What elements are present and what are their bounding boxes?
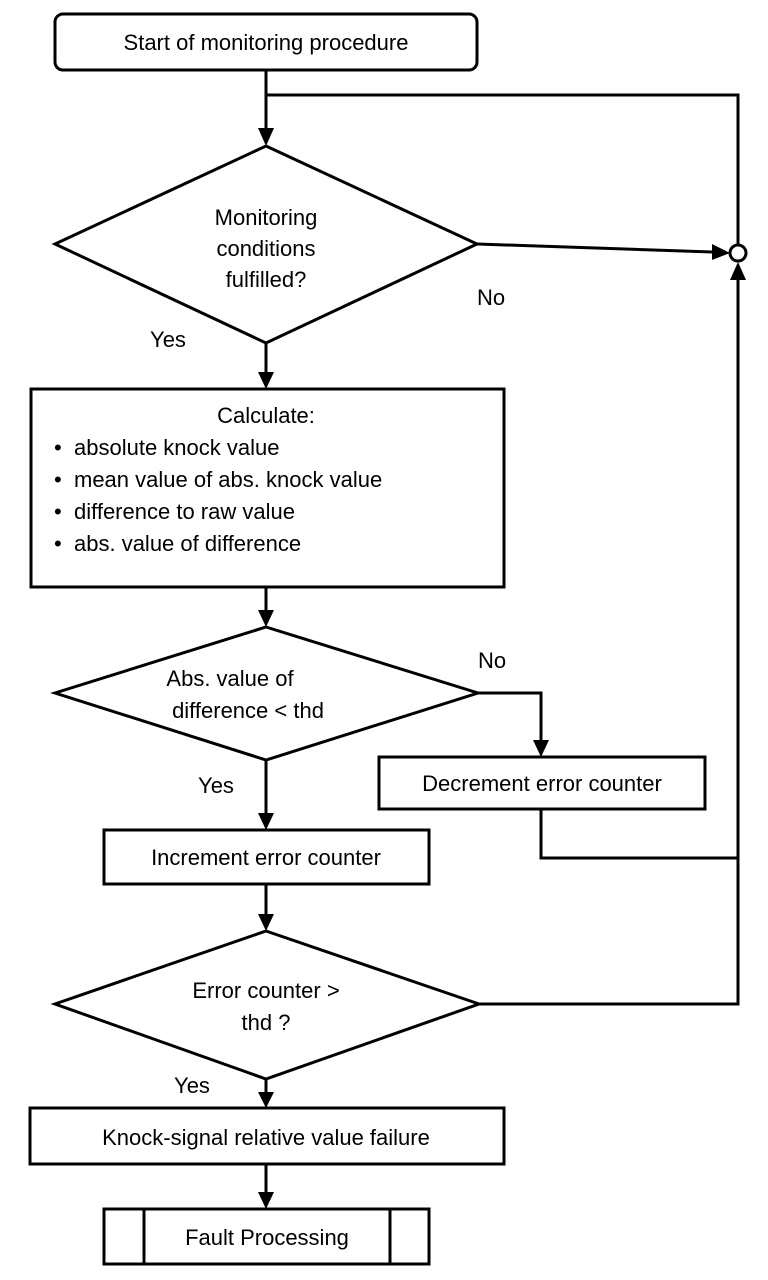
bullet-2: • — [54, 467, 62, 492]
failure-box — [28, 1106, 506, 1166]
fault-processing-label: Fault Processing — [185, 1225, 349, 1250]
arrowhead-failure — [258, 1092, 274, 1108]
arrowhead-error — [258, 914, 274, 931]
decision-difference-line-2: difference < thd — [172, 698, 324, 723]
decision-difference-line-1: Abs. value of — [166, 666, 294, 691]
decision-difference — [50, 625, 484, 762]
connector-decrement-return — [539, 809, 738, 860]
arrowhead-calculate — [258, 372, 274, 389]
decision-error-line-1: Error counter > — [192, 978, 339, 1003]
decision-conditions-line-2: conditions — [216, 236, 315, 261]
merge-point — [728, 243, 748, 263]
loop-back-line — [266, 93, 740, 244]
decision-conditions-yes-label: Yes — [150, 327, 186, 352]
calculate-box — [29, 387, 506, 589]
arrowhead-decrement — [533, 740, 549, 757]
arrowhead-difference — [258, 610, 274, 627]
decision-error-yes-label: Yes — [174, 1073, 210, 1098]
calculate-item-2: mean value of abs. knock value — [74, 467, 382, 492]
calculate-item-3: difference to raw value — [74, 499, 295, 524]
decision-error-line-2: thd ? — [242, 1010, 291, 1035]
start-label: Start of monitoring procedure — [124, 30, 409, 55]
fault-processing-box — [102, 1207, 431, 1266]
calculate-item-1: absolute knock value — [74, 435, 279, 460]
decision-difference-no-label: No — [478, 648, 506, 673]
failure-label: Knock-signal relative value failure — [102, 1125, 430, 1150]
decrement-label: Decrement error counter — [422, 771, 662, 796]
connector-error-no-return — [479, 280, 740, 1006]
bullet-4: • — [54, 531, 62, 556]
decision-difference-yes-label: Yes — [198, 773, 234, 798]
calculate-item-4: abs. value of difference — [74, 531, 301, 556]
connector-difference-no — [478, 691, 543, 740]
bullet-3: • — [54, 499, 62, 524]
arrowhead-fault — [258, 1192, 274, 1209]
decision-conditions-no-label: No — [477, 285, 505, 310]
decision-conditions-line-3: fulfilled? — [226, 267, 307, 292]
calculate-title: Calculate: — [217, 403, 315, 428]
bullet-1: • — [54, 435, 62, 460]
arrowhead-increment — [258, 813, 274, 830]
arrowhead-merge-left — [712, 244, 730, 260]
decision-conditions-line-1: Monitoring — [215, 205, 318, 230]
decision-error — [50, 929, 484, 1081]
arrowhead-merge-bottom — [730, 262, 746, 280]
arrowhead-conditions — [258, 128, 274, 146]
increment-label: Increment error counter — [151, 845, 381, 870]
connector-conditions-no — [476, 242, 713, 254]
